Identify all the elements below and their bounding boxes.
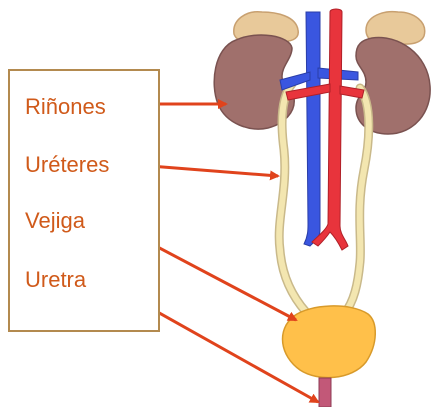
left-ureter-fill <box>279 84 306 312</box>
urethra <box>319 378 331 407</box>
kidneys-label: Riñones <box>25 96 106 118</box>
bladder-label: Vejiga <box>25 210 85 232</box>
vena-cava <box>304 12 320 246</box>
bladder <box>283 306 376 378</box>
urethra-label: Uretra <box>25 269 86 291</box>
ureters-arrow <box>150 166 278 176</box>
ureters-label: Uréteres <box>25 154 109 176</box>
